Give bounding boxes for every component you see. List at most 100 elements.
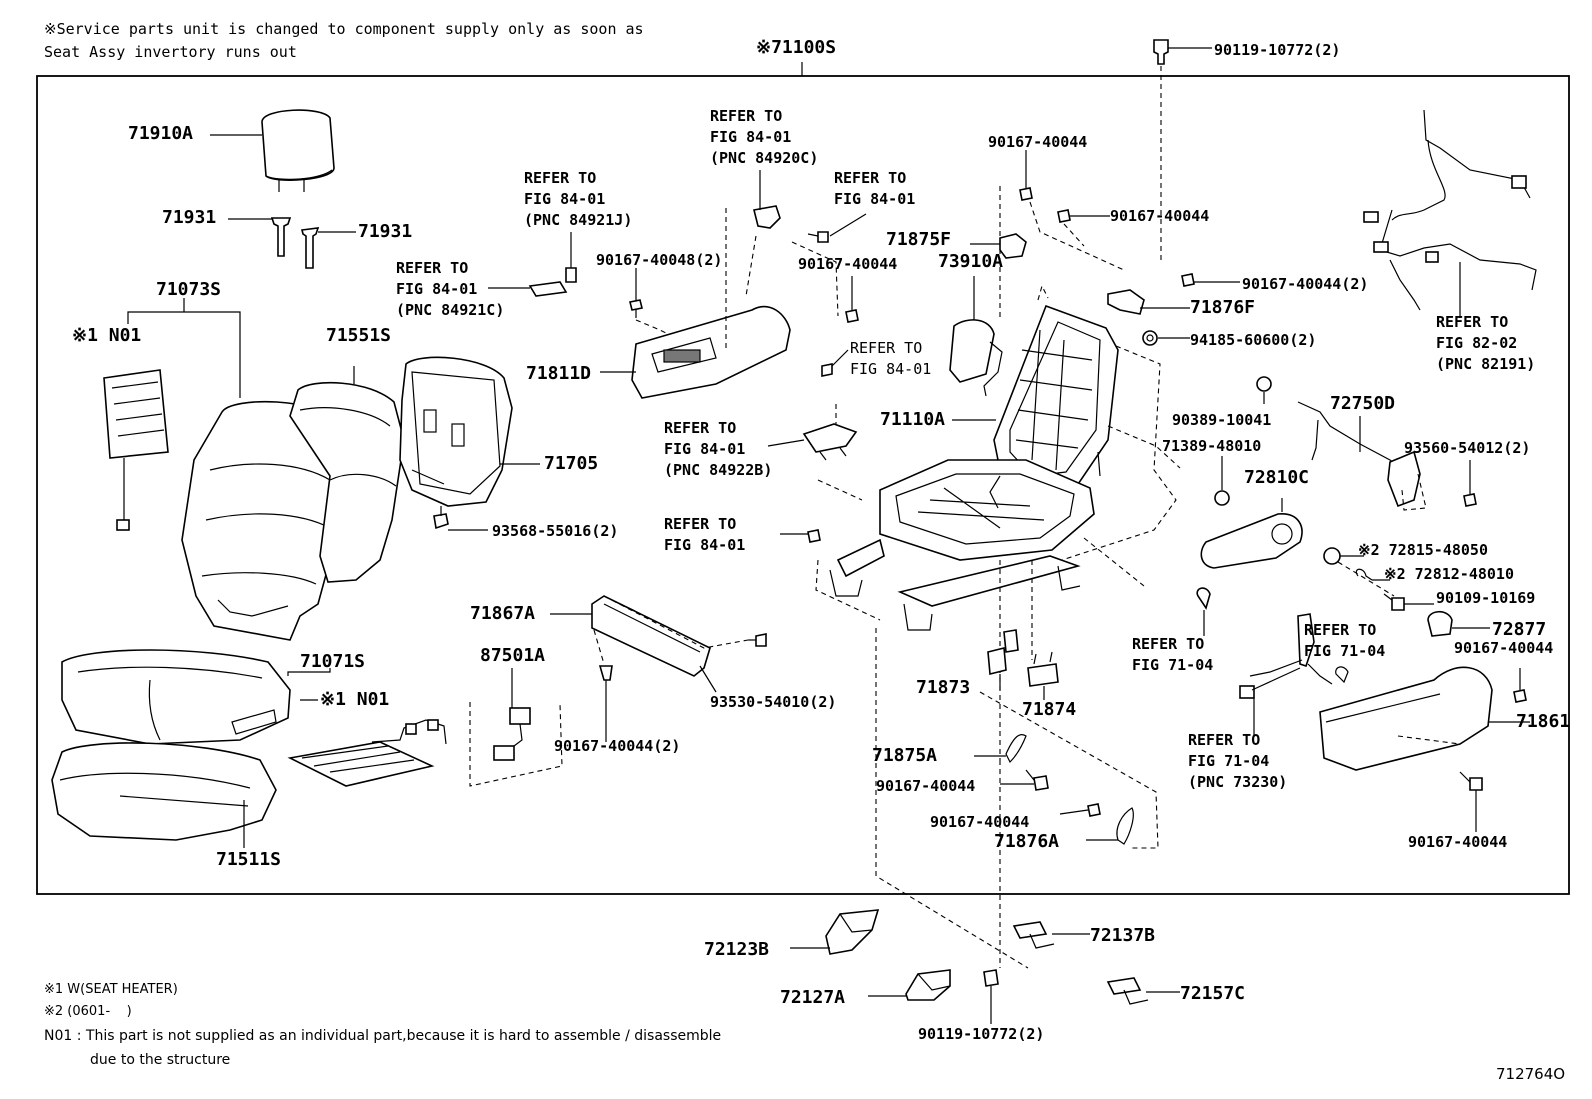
screw-93530-drawing <box>699 633 767 693</box>
label-72815: ※2 72815-48050 <box>1358 541 1488 559</box>
label-90167-40044-f: 90167-40044 <box>876 777 976 795</box>
seat-heater-mat-cushion-drawing <box>287 719 447 787</box>
label-71873: 71873 <box>916 677 971 698</box>
refer-84920C: REFER TO FIG 84-01 (PNC 84920C) <box>710 107 819 167</box>
screw-90167-40044-f-drawing <box>1000 769 1049 791</box>
bracket-71876f-drawing <box>1107 289 1190 315</box>
clip-93568-drawing <box>433 506 488 531</box>
label-n01-top: ※1 N01 <box>72 325 142 346</box>
label-71876F: 71876F <box>1190 297 1256 318</box>
drawing-id: 712764O <box>1496 1065 1566 1083</box>
label-71389: 71389-48010 <box>1162 437 1262 455</box>
label-90119-top: 90119-10772(2) <box>1214 41 1341 59</box>
label-71073S: 71073S <box>156 279 222 300</box>
refer-73230: REFER TO FIG 71-04 (PNC 73230) <box>1188 731 1288 791</box>
cover-72123b-drawing <box>790 909 880 955</box>
refer-8401-c: REFER TO FIG 84-01 <box>664 515 746 554</box>
headrest-drawing <box>210 109 335 192</box>
bracket-71873-drawing <box>987 629 1019 690</box>
label-72750D: 72750D <box>1330 393 1396 414</box>
label-93568: 93568-55016(2) <box>492 522 619 540</box>
screw-90167-40044-e-drawing <box>1459 771 1483 832</box>
refer-7104-a: REFER TO FIG 71-04 <box>1132 635 1214 674</box>
screw-90167-40044-d-drawing <box>1513 668 1527 703</box>
label-90119-bottom: 90119-10772(2) <box>918 1025 1045 1043</box>
label-90167-40044-2a: 90167-40044(2) <box>554 737 681 755</box>
label-87501A: 87501A <box>480 645 546 666</box>
side-shield-inner-drawing <box>600 305 791 399</box>
bolt-90119-bottom-drawing <box>983 969 999 1024</box>
footnote-seat-heater: ※1 W(SEAT HEATER) <box>44 982 178 997</box>
bracket-84922b-drawing <box>767 404 858 461</box>
label-90167-40044-a: 90167-40044 <box>798 255 898 273</box>
screw-90167-40044-c-drawing <box>1057 209 1110 223</box>
clip-71389-drawing <box>1214 456 1230 506</box>
label-73910A: 73910A <box>938 251 1004 272</box>
screw-90167-40048-drawing <box>629 268 721 361</box>
refer-7104-b: REFER TO FIG 71-04 <box>1304 621 1386 660</box>
label-71931-right: 71931 <box>358 221 413 242</box>
refer-84922B: REFER TO FIG 84-01 (PNC 84922B) <box>664 419 773 479</box>
side-shield-outer-drawing <box>1319 666 1530 771</box>
screw-90167-40044-2b-drawing <box>1181 273 1240 287</box>
label-93530: 93530-54010(2) <box>710 693 837 711</box>
connector-84921c-drawing <box>488 232 577 297</box>
label-71071S: 71071S <box>300 651 366 672</box>
footnote-n01-cont: due to the structure <box>90 1052 231 1068</box>
header-note-line2: Seat Assy invertory runs out <box>44 43 297 61</box>
label-72877: 72877 <box>1492 619 1547 640</box>
knob-72810c-drawing <box>1200 498 1303 569</box>
bracket-71875a-drawing <box>974 733 1027 764</box>
label-72157C: 72157C <box>1180 983 1246 1004</box>
bracket-72137b-drawing <box>1012 921 1090 949</box>
wire-clip-8401-drawing <box>821 349 849 377</box>
label-71511S: 71511S <box>216 849 282 870</box>
label-71931-left: 71931 <box>162 207 217 228</box>
header-note-line1: ※Service parts unit is changed to compon… <box>44 20 644 38</box>
label-90167-40044-c: 90167-40044 <box>1110 207 1210 225</box>
label-71867A: 71867A <box>470 603 536 624</box>
refer-84921C: REFER TO FIG 84-01 (PNC 84921C) <box>396 259 505 319</box>
seat-cushion-pad-drawing <box>51 742 277 848</box>
label-93560: 93560-54012(2) <box>1404 439 1531 457</box>
cable-72750d-drawing <box>1297 401 1421 508</box>
label-72123B: 72123B <box>704 939 770 960</box>
nut-94185-drawing <box>1142 330 1190 346</box>
cap-72877-drawing <box>1427 610 1490 637</box>
seatbelt-buckle-73910a-drawing <box>949 276 1003 397</box>
lever-71-04-drawing <box>1196 587 1349 736</box>
label-71875F: 71875F <box>886 229 952 250</box>
wire-harness-82191-drawing <box>1363 109 1537 318</box>
label-90167-40044-2b: 90167-40044(2) <box>1242 275 1369 293</box>
label-71874: 71874 <box>1022 699 1077 720</box>
clip-8401-c-drawing <box>780 529 821 543</box>
cushion-side-cover-drawing <box>550 595 749 677</box>
seat-cushion-cover-drawing <box>61 649 331 745</box>
label-72812: ※2 72812-48010 <box>1384 565 1514 583</box>
refer-8401-b: REFER TO FIG 84-01 <box>850 339 932 378</box>
cover-72127a-drawing <box>868 969 951 1001</box>
label-71551S: 71551S <box>326 325 392 346</box>
label-72137B: 72137B <box>1090 925 1156 946</box>
label-90389: 90389-10041 <box>1172 411 1272 429</box>
label-72127A: 72127A <box>780 987 846 1008</box>
screw-90167-40044-g-drawing <box>1059 803 1101 817</box>
screw-90167-40044-a-drawing <box>845 276 859 323</box>
connector-87501a-drawing <box>469 668 563 787</box>
label-71705: 71705 <box>544 453 599 474</box>
seatback-pad-drawing <box>289 366 405 583</box>
clip-90389-drawing <box>1256 376 1272 404</box>
label-90167-40044-e: 90167-40044 <box>1408 833 1508 851</box>
bolt-90119-top-drawing <box>1153 39 1212 264</box>
seat-heater-mat-back-drawing <box>103 369 169 531</box>
bracket-72157c-drawing <box>1106 977 1180 1005</box>
label-71910A: 71910A <box>128 123 194 144</box>
label-72810C: 72810C <box>1244 467 1310 488</box>
label-90167-40044-d: 90167-40044 <box>1454 639 1554 657</box>
label-71875A: 71875A <box>872 745 938 766</box>
assembly-label: ※71100S <box>756 37 837 58</box>
refer-8401-a: REFER TO FIG 84-01 <box>834 169 916 208</box>
label-71110A: 71110A <box>880 409 946 430</box>
